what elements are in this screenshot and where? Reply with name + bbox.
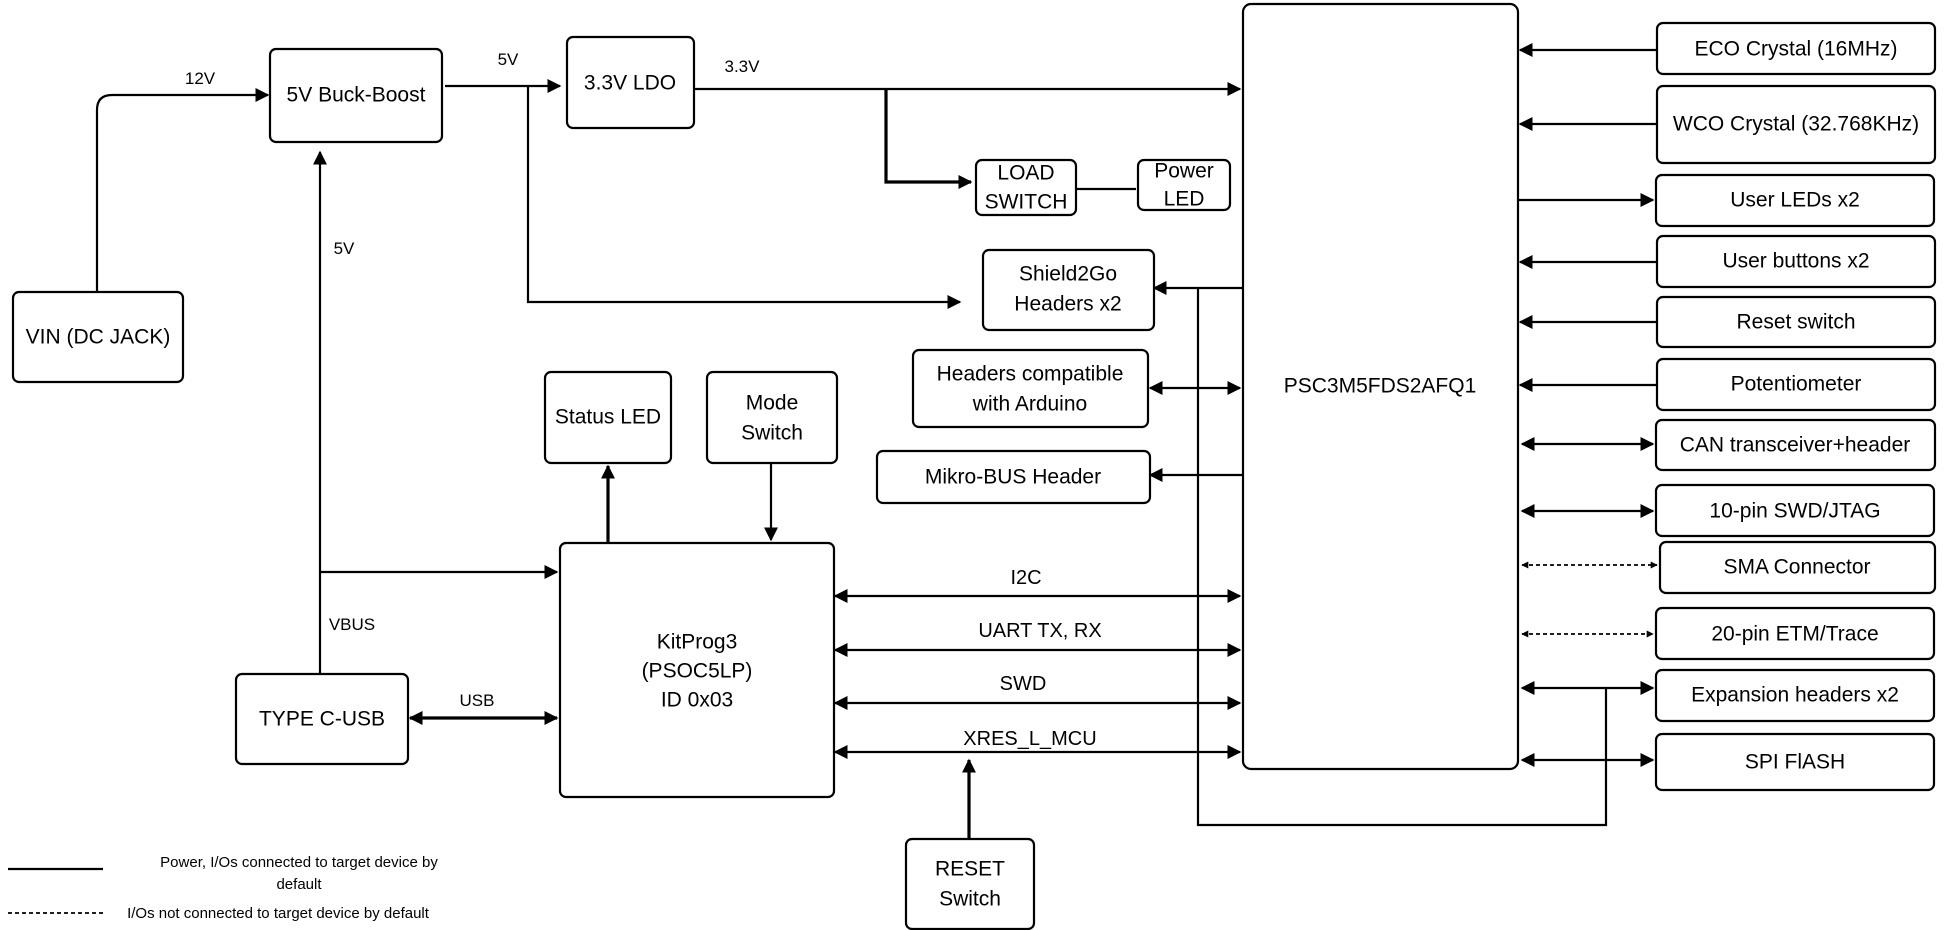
label-i2c: I2C [1010, 567, 1041, 589]
block-expansion-headers: Expansion headers x2 [1654, 668, 1936, 723]
line-5v-to-shield2go [526, 86, 962, 309]
voltage-labels: 12V 5V 3.3V 5V VBUS USB [185, 50, 760, 710]
block-wco-crystal: WCO Crystal (32.768KHz) [1655, 84, 1937, 165]
reset-switch-label-line1: RESET [935, 858, 1005, 881]
block-user-leds: User LEDs x2 [1654, 173, 1936, 228]
legend: Power, I/Os connected to target device b… [8, 854, 438, 922]
ldo-label: 3.3V LDO [584, 72, 676, 95]
block-kitprog3: KitProg3 (PSOC5LP) ID 0x03 [558, 541, 836, 799]
user-leds-label: User LEDs x2 [1730, 189, 1860, 212]
reset-switch-user-label: Reset switch [1736, 311, 1855, 334]
block-power-led: Power LED [1136, 158, 1232, 212]
mcu-label: PSC3M5FDS2AFQ1 [1284, 375, 1477, 398]
label-xres: XRES_L_MCU [963, 728, 1096, 750]
kitprog-label-line2: (PSOC5LP) [642, 660, 753, 683]
power-led-label-line2: LED [1164, 188, 1205, 211]
label-usb: USB [460, 691, 495, 710]
legend-solid-text-line2: default [276, 876, 322, 893]
label-3v3: 3.3V [725, 57, 761, 76]
shield2go-label-line2: Headers x2 [1014, 293, 1121, 316]
can-transceiver-label: CAN transceiver+header [1680, 434, 1911, 457]
signal-labels: I2C UART TX, RX SWD XRES_L_MCU [963, 567, 1101, 750]
block-load-switch: LOAD SWITCH [974, 158, 1078, 217]
reset-switch-label-line2: Switch [939, 888, 1001, 911]
power-led-label-line1: Power [1154, 160, 1214, 183]
label-5v-out: 5V [498, 50, 519, 69]
block-status-led: Status LED [543, 370, 673, 465]
block-etm-trace: 20-pin ETM/Trace [1654, 606, 1936, 661]
sma-connector-label: SMA Connector [1723, 556, 1870, 579]
mikrobus-label: Mikro-BUS Header [925, 466, 1101, 489]
block-reset-switch: RESET Switch [904, 837, 1036, 930]
eco-crystal-label: ECO Crystal (16MHz) [1694, 38, 1897, 61]
label-vbus: VBUS [329, 615, 375, 634]
block-typec-usb: TYPE C-USB [234, 672, 410, 766]
block-vin: VIN (DC JACK) [11, 290, 185, 384]
block-mikrobus: Mikro-BUS Header [875, 449, 1152, 505]
load-switch-label-line2: SWITCH [985, 191, 1068, 214]
shield2go-label-line1: Shield2Go [1019, 263, 1117, 286]
arduino-label-line2: with Arduino [972, 393, 1087, 416]
expansion-headers-label: Expansion headers x2 [1691, 684, 1899, 707]
potentiometer-label: Potentiometer [1731, 373, 1862, 396]
swd-jtag-label: 10-pin SWD/JTAG [1709, 500, 1880, 523]
block-ldo: 3.3V LDO [565, 35, 696, 130]
arduino-label-line1: Headers compatible [937, 363, 1124, 386]
block-reset-switch-user: Reset switch [1655, 295, 1937, 349]
status-led-label: Status LED [555, 406, 661, 429]
vin-label: VIN (DC JACK) [26, 326, 171, 349]
block-mode-switch: Mode Switch [705, 370, 839, 465]
block-can-transceiver: CAN transceiver+header [1654, 418, 1937, 472]
line-3v3-to-load-switch [884, 89, 973, 189]
typec-label: TYPE C-USB [259, 708, 385, 731]
block-eco-crystal: ECO Crystal (16MHz) [1655, 21, 1937, 76]
legend-solid-text-line1: Power, I/Os connected to target device b… [160, 854, 438, 871]
block-potentiometer: Potentiometer [1655, 357, 1937, 412]
etm-trace-label: 20-pin ETM/Trace [1711, 623, 1878, 646]
block-user-buttons: User buttons x2 [1655, 234, 1937, 289]
block-swd-jtag: 10-pin SWD/JTAG [1654, 483, 1936, 538]
block-shield2go: Shield2Go Headers x2 [981, 248, 1156, 332]
block-arduino-headers: Headers compatible with Arduino [911, 348, 1150, 429]
block-sma-connector: SMA Connector [1658, 540, 1937, 595]
label-uart: UART TX, RX [978, 620, 1101, 642]
block-mcu: PSC3M5FDS2AFQ1 [1241, 2, 1520, 771]
legend-dashed-text: I/Os not connected to target device by d… [127, 905, 430, 922]
user-buttons-label: User buttons x2 [1722, 250, 1869, 273]
wco-crystal-label: WCO Crystal (32.768KHz) [1673, 113, 1919, 136]
label-12v: 12V [185, 69, 216, 88]
label-swd: SWD [1000, 673, 1047, 695]
mode-switch-label-line2: Switch [741, 422, 803, 445]
kitprog-label-line1: KitProg3 [657, 631, 738, 654]
connections [95, 43, 1658, 838]
buck-boost-label: 5V Buck-Boost [287, 84, 426, 107]
kitprog-label-line3: ID 0x03 [661, 689, 733, 712]
load-switch-label-line1: LOAD [997, 162, 1054, 185]
block-buck-boost: 5V Buck-Boost [268, 47, 444, 144]
block-spi-flash: SPI FlASH [1654, 732, 1936, 792]
mode-switch-label-line1: Mode [746, 392, 799, 415]
line-vin-to-buck [95, 88, 270, 292]
spi-flash-label: SPI FlASH [1745, 751, 1845, 774]
label-5v-vbus: 5V [334, 239, 355, 258]
